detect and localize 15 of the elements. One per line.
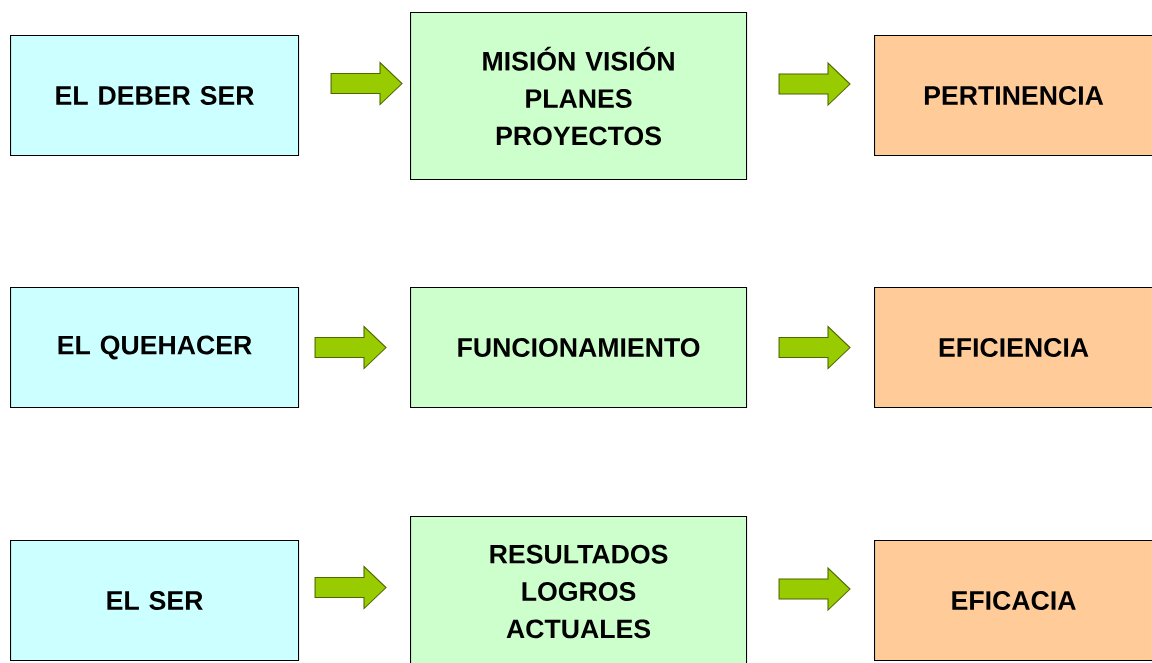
- process-box: PERTINENCIA: [874, 35, 1152, 157]
- block-arrow: [314, 325, 387, 370]
- process-box: EFICIENCIA: [874, 287, 1152, 409]
- process-box: EFICACIA: [874, 540, 1152, 662]
- process-box: EL SER: [10, 540, 300, 662]
- block-arrow: [778, 61, 851, 107]
- process-box: EL DEBER SER: [10, 35, 300, 157]
- process-box: RESULTADOS LOGROS ACTUALES: [410, 516, 748, 663]
- block-arrow: [330, 61, 403, 106]
- process-box: FUNCIONAMIENTO: [410, 287, 748, 409]
- block-arrow: [778, 566, 851, 612]
- process-box: EL QUEHACER: [10, 287, 300, 409]
- block-arrow: [778, 325, 851, 370]
- process-box: MISIÓN VISIÓN PLANES PROYECTOS: [410, 12, 748, 181]
- block-arrow: [314, 565, 387, 610]
